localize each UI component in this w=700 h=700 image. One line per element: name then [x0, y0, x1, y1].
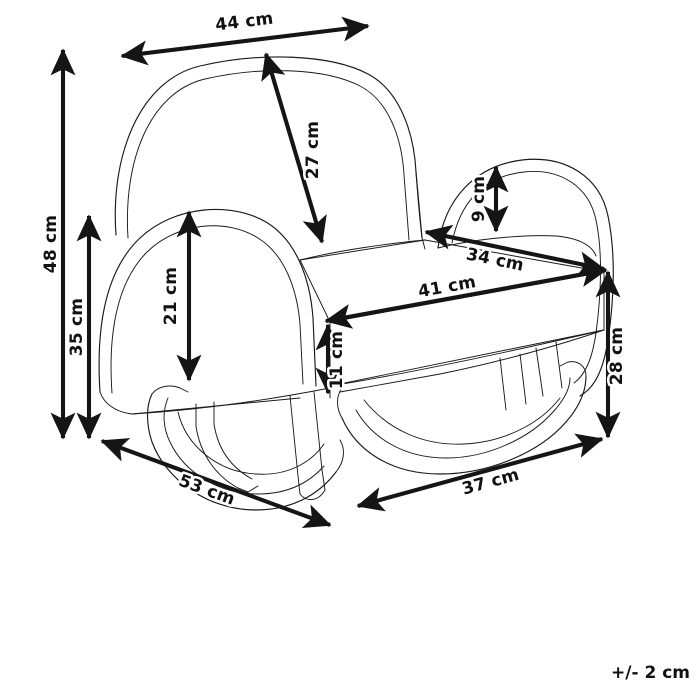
dimension-overall-height: 48 cm [39, 48, 76, 440]
dimension-line-41 [324, 262, 608, 329]
dimension-label-armrest-height-from-floor: 35 cm [67, 298, 87, 356]
dimension-armrest-above-seat: 21 cm [159, 210, 202, 382]
rear-leg-strut-b-left [535, 347, 544, 397]
dimension-label-armrest-thickness: 9 cm [469, 176, 489, 222]
dimension-seat-height: 28 cm [595, 270, 630, 439]
dimension-armrest-height-from-floor: 35 cm [65, 214, 102, 440]
dimension-line-27 [261, 52, 327, 244]
front-rocker-top-cap [151, 385, 189, 395]
dimension-backrest-height: 27 cm [261, 52, 327, 244]
rear-leg-strut-a-left [499, 357, 507, 411]
dimension-label-backrest-height: 27 cm [303, 121, 323, 179]
dimension-line-44 [120, 16, 370, 66]
base-frame-right-side [339, 329, 605, 393]
rear-leg-strut-a-right [519, 353, 527, 405]
dimension-line-37 [356, 433, 604, 512]
backrest-front-base [299, 239, 426, 261]
backrest-right-edge [415, 171, 426, 250]
dimension-armrest-thickness: 9 cm [467, 165, 509, 233]
tolerance-note: +/- 2 cm [611, 663, 690, 683]
rear-rocker-left-tip [337, 387, 343, 419]
front-rocker-tip [335, 439, 344, 473]
dimension-label-seat-thickness: 11 cm [327, 331, 347, 389]
seat-cushion-lower-edge [329, 329, 605, 387]
dimension-label-seat-height: 28 cm [607, 327, 627, 385]
dimension-line-53 [100, 438, 332, 528]
dimension-label-armrest-above-seat: 21 cm [161, 267, 181, 325]
base-frame-top-edge [131, 387, 331, 415]
rear-leg-strut-b-right [555, 341, 563, 389]
dimension-label-overall-height: 48 cm [41, 215, 61, 273]
rear-rocker-right-tip [559, 361, 587, 377]
dimension-seat-thickness: 11 cm [315, 323, 350, 395]
